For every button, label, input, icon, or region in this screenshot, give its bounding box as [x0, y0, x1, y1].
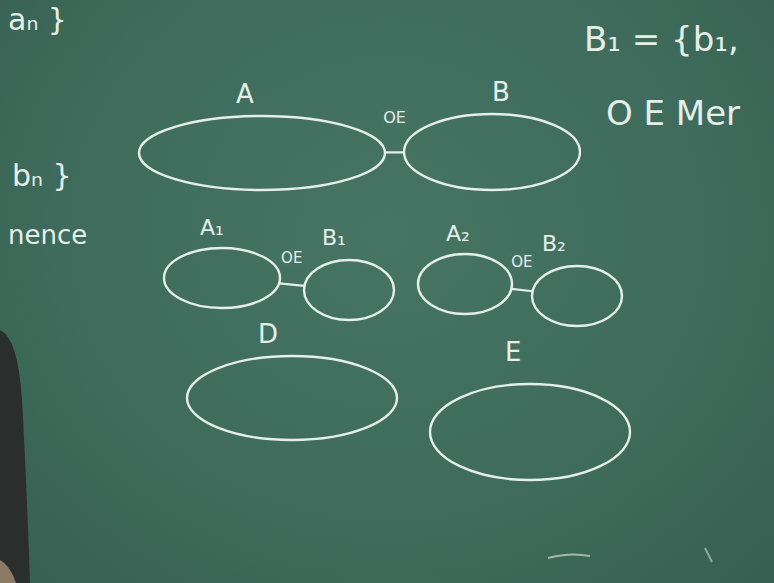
- lecturer-silhouette: [0, 330, 30, 583]
- ellipse-outline: [301, 257, 397, 323]
- set-name: B₁: [322, 227, 346, 249]
- set-name: E: [505, 339, 521, 365]
- set-name: B₂: [542, 233, 566, 255]
- board-note: nence: [8, 222, 87, 249]
- ellipse-stroke: [404, 114, 580, 190]
- set-ellipse: A: [136, 81, 388, 193]
- set-ellipse: B: [401, 79, 583, 193]
- chalk-mark: [705, 548, 712, 562]
- board-note: O E Mer: [606, 96, 740, 132]
- set-ellipse: E: [427, 339, 633, 483]
- board-note: B₁ = {b₁,: [584, 22, 739, 58]
- set-ellipse: A₂: [415, 223, 515, 317]
- ellipse-stroke: [532, 266, 622, 326]
- ellipse-stroke: [187, 356, 397, 440]
- ellipse-outline: [427, 381, 633, 483]
- edge-label: OE: [509, 254, 534, 271]
- set-ellipse: B₁: [301, 227, 397, 323]
- set-name: D: [258, 321, 278, 347]
- ellipse-outline: [184, 353, 400, 443]
- lecturer-hand: [0, 560, 16, 583]
- oe-connector: [511, 289, 532, 291]
- ellipse-stroke: [430, 384, 630, 480]
- oe-connector: [279, 283, 304, 285]
- set-ellipse: B₂: [529, 233, 625, 329]
- board-note: bₙ }: [12, 160, 72, 192]
- ellipse-stroke: [164, 248, 280, 308]
- ellipse-stroke: [304, 260, 394, 320]
- ellipse-outline: [161, 245, 283, 311]
- ellipse-stroke: [418, 254, 512, 314]
- set-name: A₂: [446, 223, 470, 245]
- set-ellipse: A₁: [161, 217, 283, 311]
- set-name: B: [492, 79, 510, 105]
- chalk-mark: [548, 554, 590, 558]
- ellipse-outline: [415, 251, 515, 317]
- ellipse-stroke: [139, 116, 385, 190]
- edge-label: OE: [381, 109, 408, 127]
- edge-label: OE: [279, 250, 304, 267]
- ellipse-outline: [136, 113, 388, 193]
- oe-connector: [385, 151, 404, 153]
- ellipse-outline: [401, 111, 583, 193]
- set-name: A₁: [200, 217, 224, 239]
- set-ellipse: D: [184, 321, 400, 443]
- board-note: aₙ }: [8, 4, 67, 36]
- ellipse-outline: [529, 263, 625, 329]
- set-name: A: [236, 81, 254, 107]
